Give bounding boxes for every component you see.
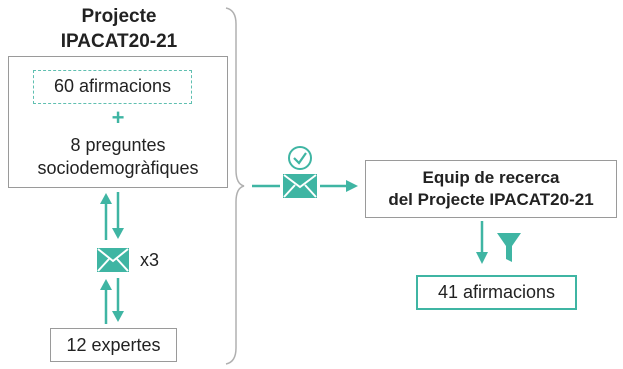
experts-label: 12 expertes xyxy=(66,335,161,355)
research-team-box: Equip de recerca del Projecte IPACAT20-2… xyxy=(365,160,617,218)
questions-line1: 8 preguntes xyxy=(70,135,166,155)
result-label: 41 afirmacions xyxy=(437,282,556,302)
statements-label: 60 afirmacions xyxy=(53,76,172,96)
questions-line2: sociodemogràfiques xyxy=(37,158,199,178)
down-arrow-result xyxy=(476,221,488,264)
down-arrow-top xyxy=(112,192,124,239)
rounds-label: x3 xyxy=(140,250,160,270)
statements-box: 60 afirmacions xyxy=(33,70,192,104)
result-box: 41 afirmacions xyxy=(416,275,577,310)
project-title-line2: IPACAT20-21 xyxy=(60,31,178,52)
up-arrow-top xyxy=(100,193,112,240)
check-circle-icon xyxy=(288,146,312,170)
team-line2: del Projecte IPACAT20-21 xyxy=(388,190,594,209)
experts-box: 12 expertes xyxy=(50,328,177,362)
envelope-icon-send xyxy=(283,174,317,198)
questions-label: 8 preguntes sociodemogràfiques xyxy=(8,134,228,180)
funnel-icon xyxy=(497,233,521,262)
send-arrow-right xyxy=(320,180,358,192)
down-arrow-bottom xyxy=(112,278,124,322)
right-brace xyxy=(225,7,245,365)
envelope-icon xyxy=(97,248,129,272)
plus-sign: + xyxy=(111,105,125,130)
project-title: Projecte IPACAT20-21 xyxy=(10,4,228,54)
up-arrow-bottom xyxy=(100,279,112,324)
team-line1: Equip de recerca xyxy=(422,168,560,187)
project-title-line1: Projecte xyxy=(81,6,157,27)
project-box xyxy=(8,56,228,188)
